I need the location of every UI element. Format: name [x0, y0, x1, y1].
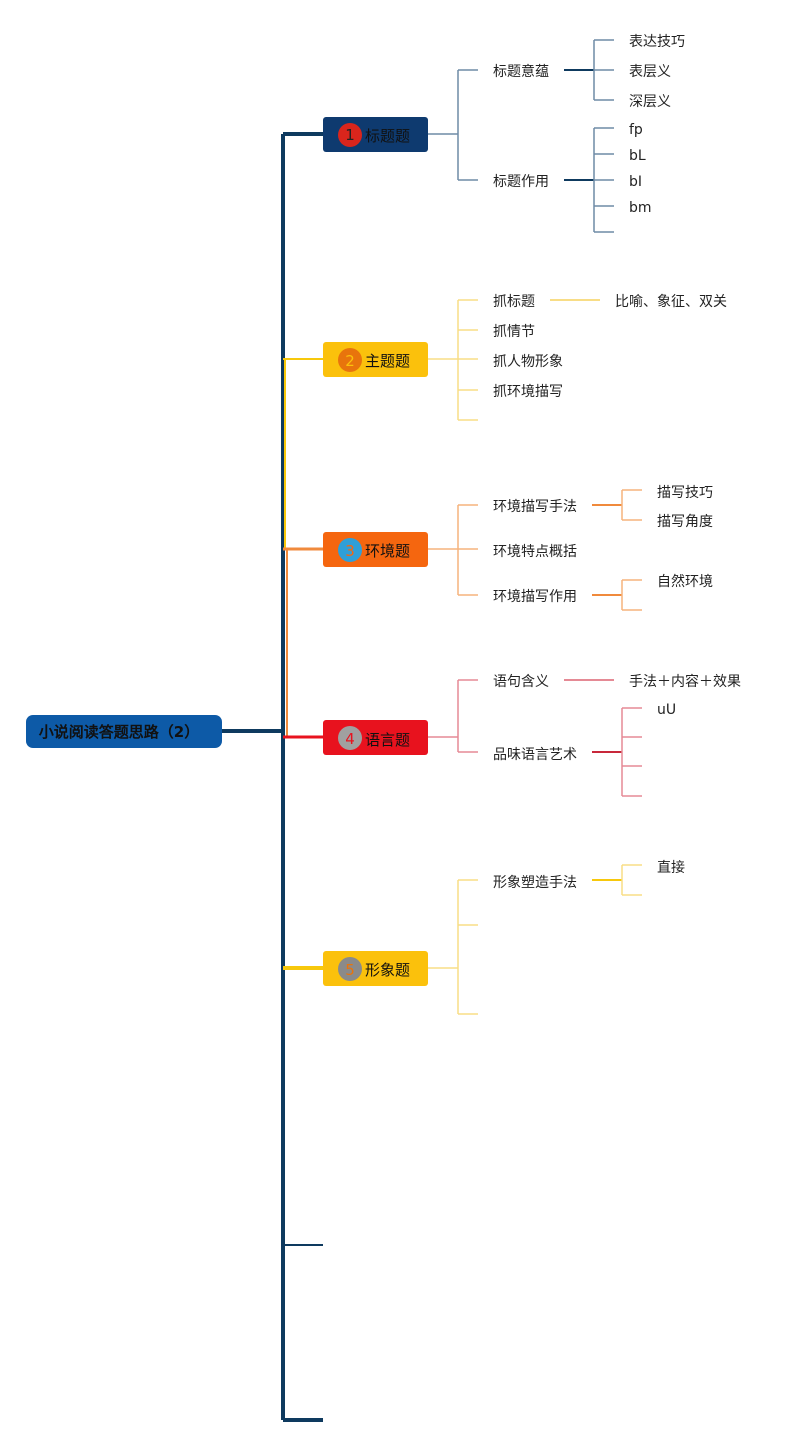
number-badge-4 [338, 726, 362, 750]
root-box [26, 715, 222, 748]
leaf-node[interactable]: fp [629, 122, 643, 138]
leaf-node[interactable]: 表层义 [629, 64, 671, 80]
cat1-sub2-leaf-lines [593, 127, 614, 233]
number-badge-text-4: 4 [345, 730, 355, 748]
category-label-1: 标题题 [365, 127, 410, 145]
category-node-4[interactable]: 4 语言题 [323, 720, 428, 755]
leaf-node[interactable]: 表达技巧 [629, 34, 685, 50]
topic-node[interactable]: 环境描写作用 [493, 589, 577, 605]
cat3-sub1-leaf-lines [621, 489, 642, 521]
cat2-child-lines [428, 299, 478, 421]
leaf-node[interactable]: 深层义 [629, 94, 671, 110]
topic-node[interactable]: 抓环境描写 [493, 384, 563, 400]
number-badge-2 [338, 348, 362, 372]
number-badge-text-2: 2 [345, 352, 355, 370]
leaf-node[interactable]: uU [657, 702, 676, 718]
topic-node[interactable]: 抓情节 [493, 324, 535, 340]
topic-node[interactable]: 语句含义 [493, 674, 549, 690]
cat4-child-lines [428, 679, 478, 753]
cat5-child-lines [428, 879, 478, 1015]
number-badge-text-5: 5 [345, 961, 355, 979]
number-badge-text-1: 1 [345, 126, 355, 144]
leaf-node[interactable]: bL [629, 148, 646, 164]
cat1-child-lines [428, 69, 478, 181]
category-label-4: 语言题 [365, 731, 410, 749]
cat1-sub1-leaf-lines [593, 39, 614, 101]
topic-node[interactable]: 抓人物形象 [493, 354, 563, 370]
root-node[interactable]: 小说阅读答题思路（2） [26, 715, 222, 748]
category-node-1[interactable]: 1 标题题 [323, 117, 428, 152]
topic-node[interactable]: 标题作用 [493, 174, 549, 190]
leaf-node[interactable]: 手法＋内容＋效果 [629, 673, 741, 690]
leaf-node[interactable]: bm [629, 200, 652, 216]
category-node-2[interactable]: 2 主题题 [323, 342, 428, 377]
topic-node[interactable]: 环境特点概括 [493, 544, 577, 560]
number-badge-5 [338, 957, 362, 981]
cat5-sub1-leaf-lines [621, 864, 642, 896]
topic-node[interactable]: 标题意蕴 [493, 63, 549, 80]
topic-node[interactable]: 形象塑造手法 [493, 875, 577, 891]
leaf-node[interactable]: bI [629, 174, 642, 190]
leaf-node[interactable]: 自然环境 [657, 573, 713, 590]
number-badge-3 [338, 538, 362, 562]
cat3-sub3-leaf-lines [621, 579, 642, 611]
cat3-child-lines [428, 504, 478, 596]
number-badge-1 [338, 123, 362, 147]
number-badge-text-3: 3 [345, 542, 355, 560]
category-label-2: 主题题 [365, 352, 410, 370]
connector-lines [222, 39, 642, 1422]
category-label-5: 形象题 [365, 961, 410, 979]
topic-node[interactable]: 抓标题 [493, 294, 535, 310]
category-node-3[interactable]: 3 环境题 [323, 532, 428, 567]
leaf-node[interactable]: 描写技巧 [657, 485, 713, 501]
topic-node[interactable]: 品味语言艺术 [493, 747, 577, 763]
category-node-5[interactable]: 5 形象题 [323, 951, 428, 986]
leaf-node[interactable]: 描写角度 [657, 514, 713, 530]
cat4-sub2-leaf-lines [621, 707, 642, 797]
leaf-node[interactable]: 直接 [657, 859, 685, 876]
topic-node[interactable]: 环境描写手法 [493, 499, 577, 515]
leaf-node[interactable]: 比喻、象征、双关 [615, 294, 727, 310]
root-label: 小说阅读答题思路（2） [39, 723, 199, 741]
category-label-3: 环境题 [365, 542, 410, 560]
